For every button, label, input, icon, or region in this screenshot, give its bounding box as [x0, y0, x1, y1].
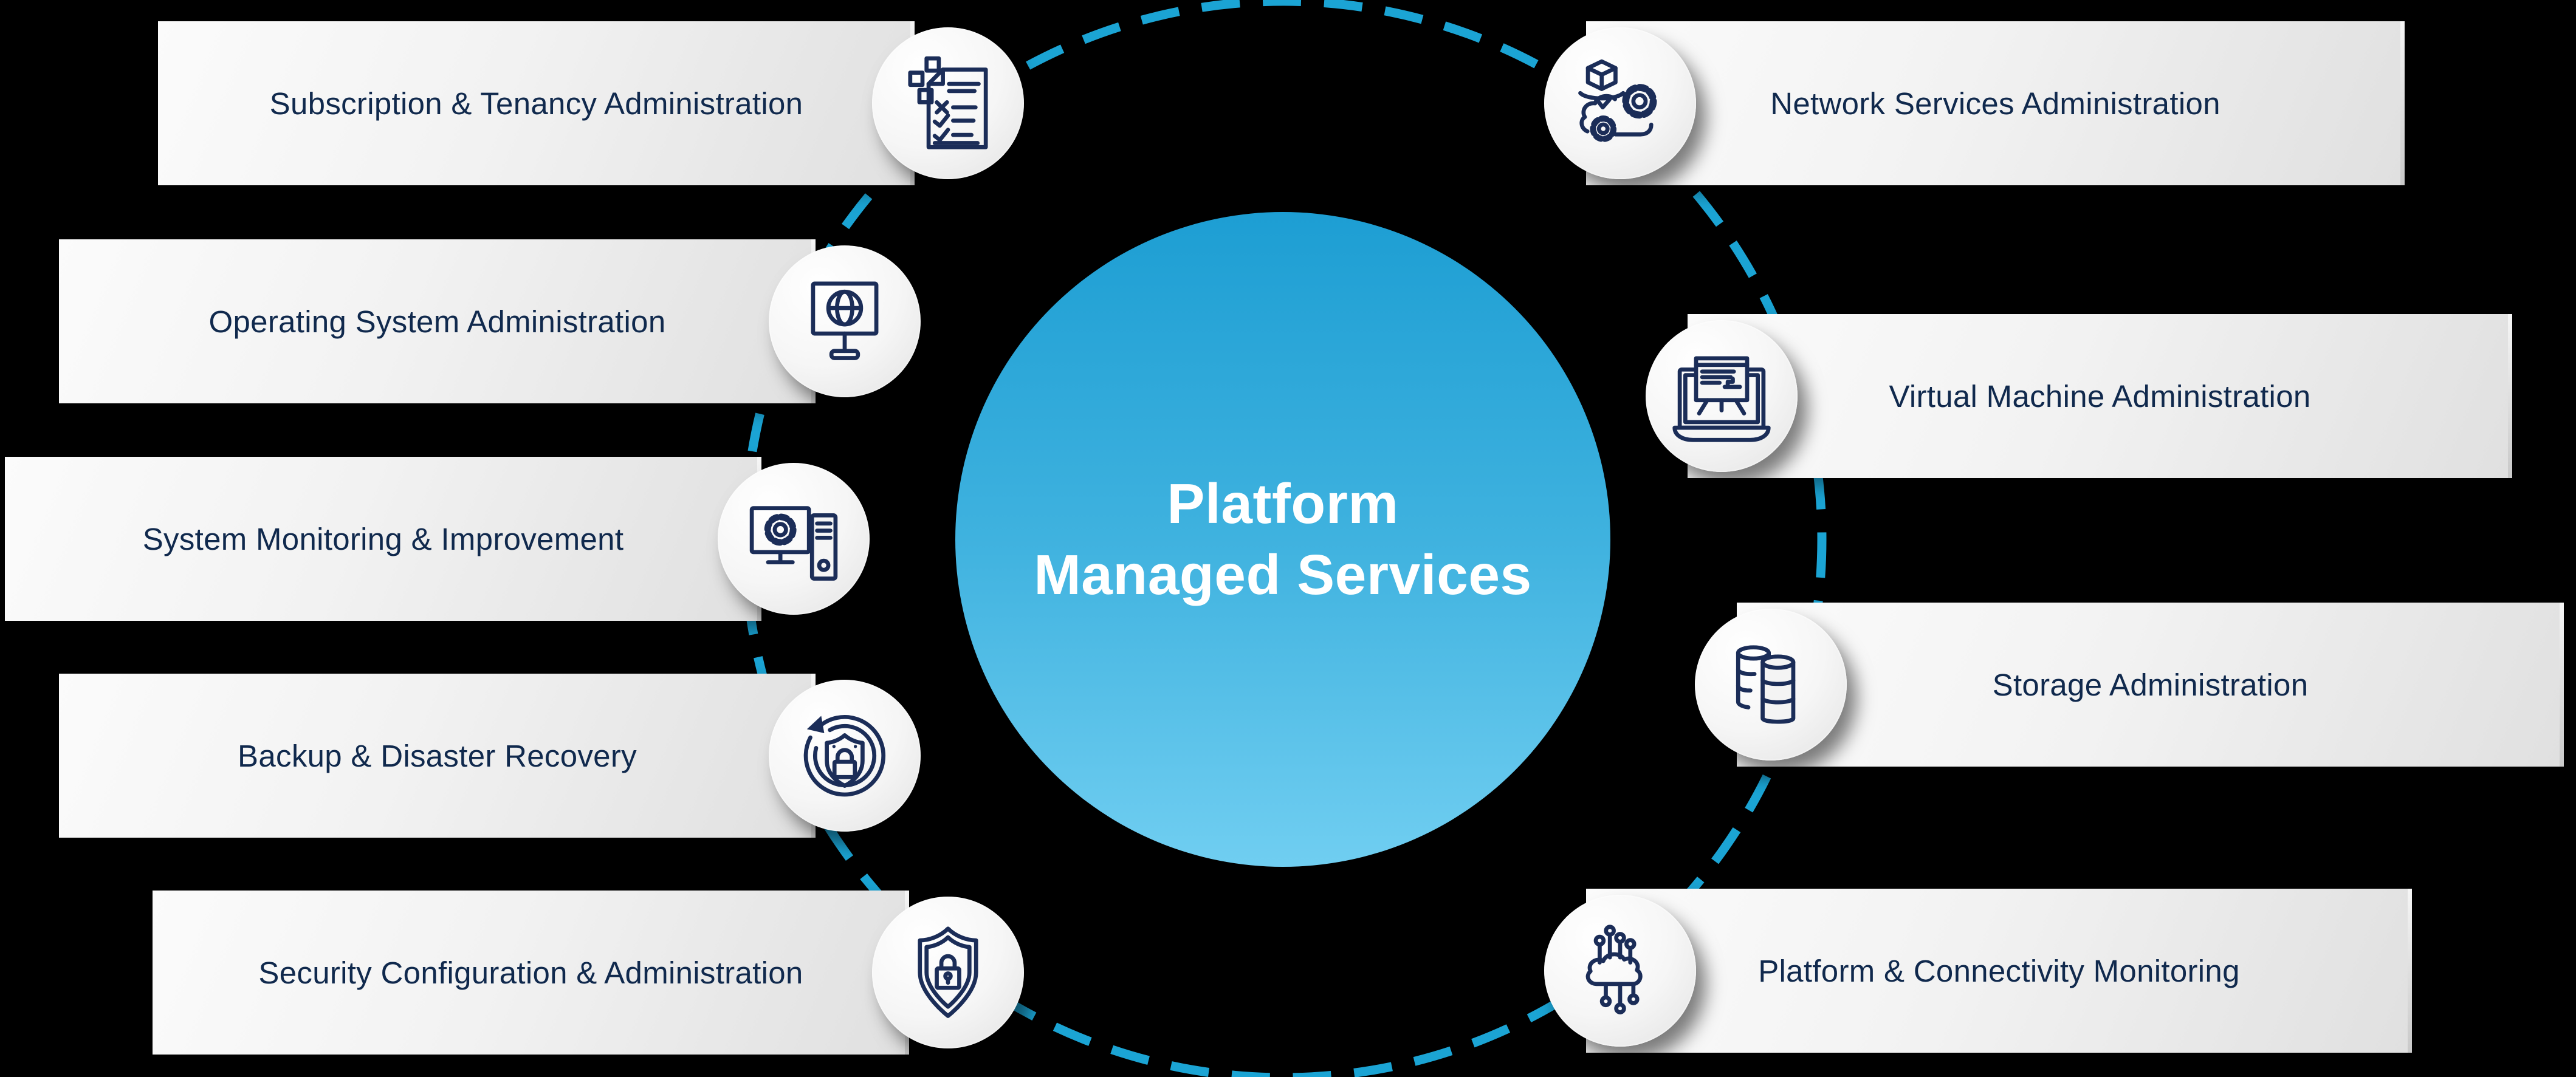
service-label: Storage Administration	[1992, 667, 2309, 702]
monitor-gear-server-icon	[749, 506, 838, 581]
virtual-machine-icon-badge	[1646, 320, 1798, 472]
center-title: Platform Managed Services	[1034, 468, 1532, 610]
service-bar-virtual-machine: Virtual Machine Administration	[1688, 314, 2512, 478]
backup-restore-shield-icon	[803, 715, 886, 797]
security-shield-lock-icon	[918, 926, 978, 1018]
subscription-icon-badge	[872, 27, 1024, 179]
service-bar-subscription-tenancy: Subscription & Tenancy Administration	[158, 21, 915, 185]
service-bar-network-services: Network Services Administration	[1586, 21, 2405, 185]
service-bar-backup-dr: Backup & Disaster Recovery	[59, 674, 816, 838]
operating-system-icon-badge	[769, 245, 921, 397]
platform-connectivity-icon-badge	[1544, 895, 1696, 1047]
service-label: Network Services Administration	[1770, 86, 2221, 121]
network-services-icon-badge	[1544, 27, 1696, 179]
security-config-icon-badge	[872, 897, 1024, 1048]
cloud-circuit-icon	[1585, 925, 1643, 1014]
service-label: Virtual Machine Administration	[1889, 378, 2311, 414]
storage-icon-badge	[1695, 609, 1847, 761]
service-label: System Monitoring & Improvement	[142, 521, 624, 556]
checklist-icon	[908, 56, 988, 149]
service-bar-security-config: Security Configuration & Administration	[153, 891, 909, 1055]
service-bar-storage: Storage Administration	[1737, 603, 2564, 767]
database-cylinders-icon	[1736, 645, 1796, 724]
service-label: Platform & Connectivity Monitoring	[1758, 953, 2240, 988]
service-bar-operating-system: Operating System Administration	[59, 239, 816, 403]
service-label: Security Configuration & Administration	[258, 955, 803, 990]
center-title-line2: Managed Services	[1034, 543, 1532, 606]
service-bar-platform-connectivity: Platform & Connectivity Monitoring	[1586, 889, 2412, 1053]
cloud-gears-box-icon	[1578, 59, 1657, 142]
service-label: Operating System Administration	[208, 304, 666, 339]
service-label: Backup & Disaster Recovery	[238, 738, 637, 773]
center-title-line1: Platform	[1167, 471, 1399, 535]
service-label: Subscription & Tenancy Administration	[269, 86, 803, 121]
monitor-globe-icon	[811, 281, 879, 360]
laptop-presentation-icon	[1672, 356, 1771, 442]
backup-dr-icon-badge	[769, 680, 921, 832]
center-circle: Platform Managed Services	[955, 212, 1610, 867]
system-monitoring-icon-badge	[718, 463, 870, 615]
service-bar-system-monitoring: System Monitoring & Improvement	[5, 457, 761, 621]
